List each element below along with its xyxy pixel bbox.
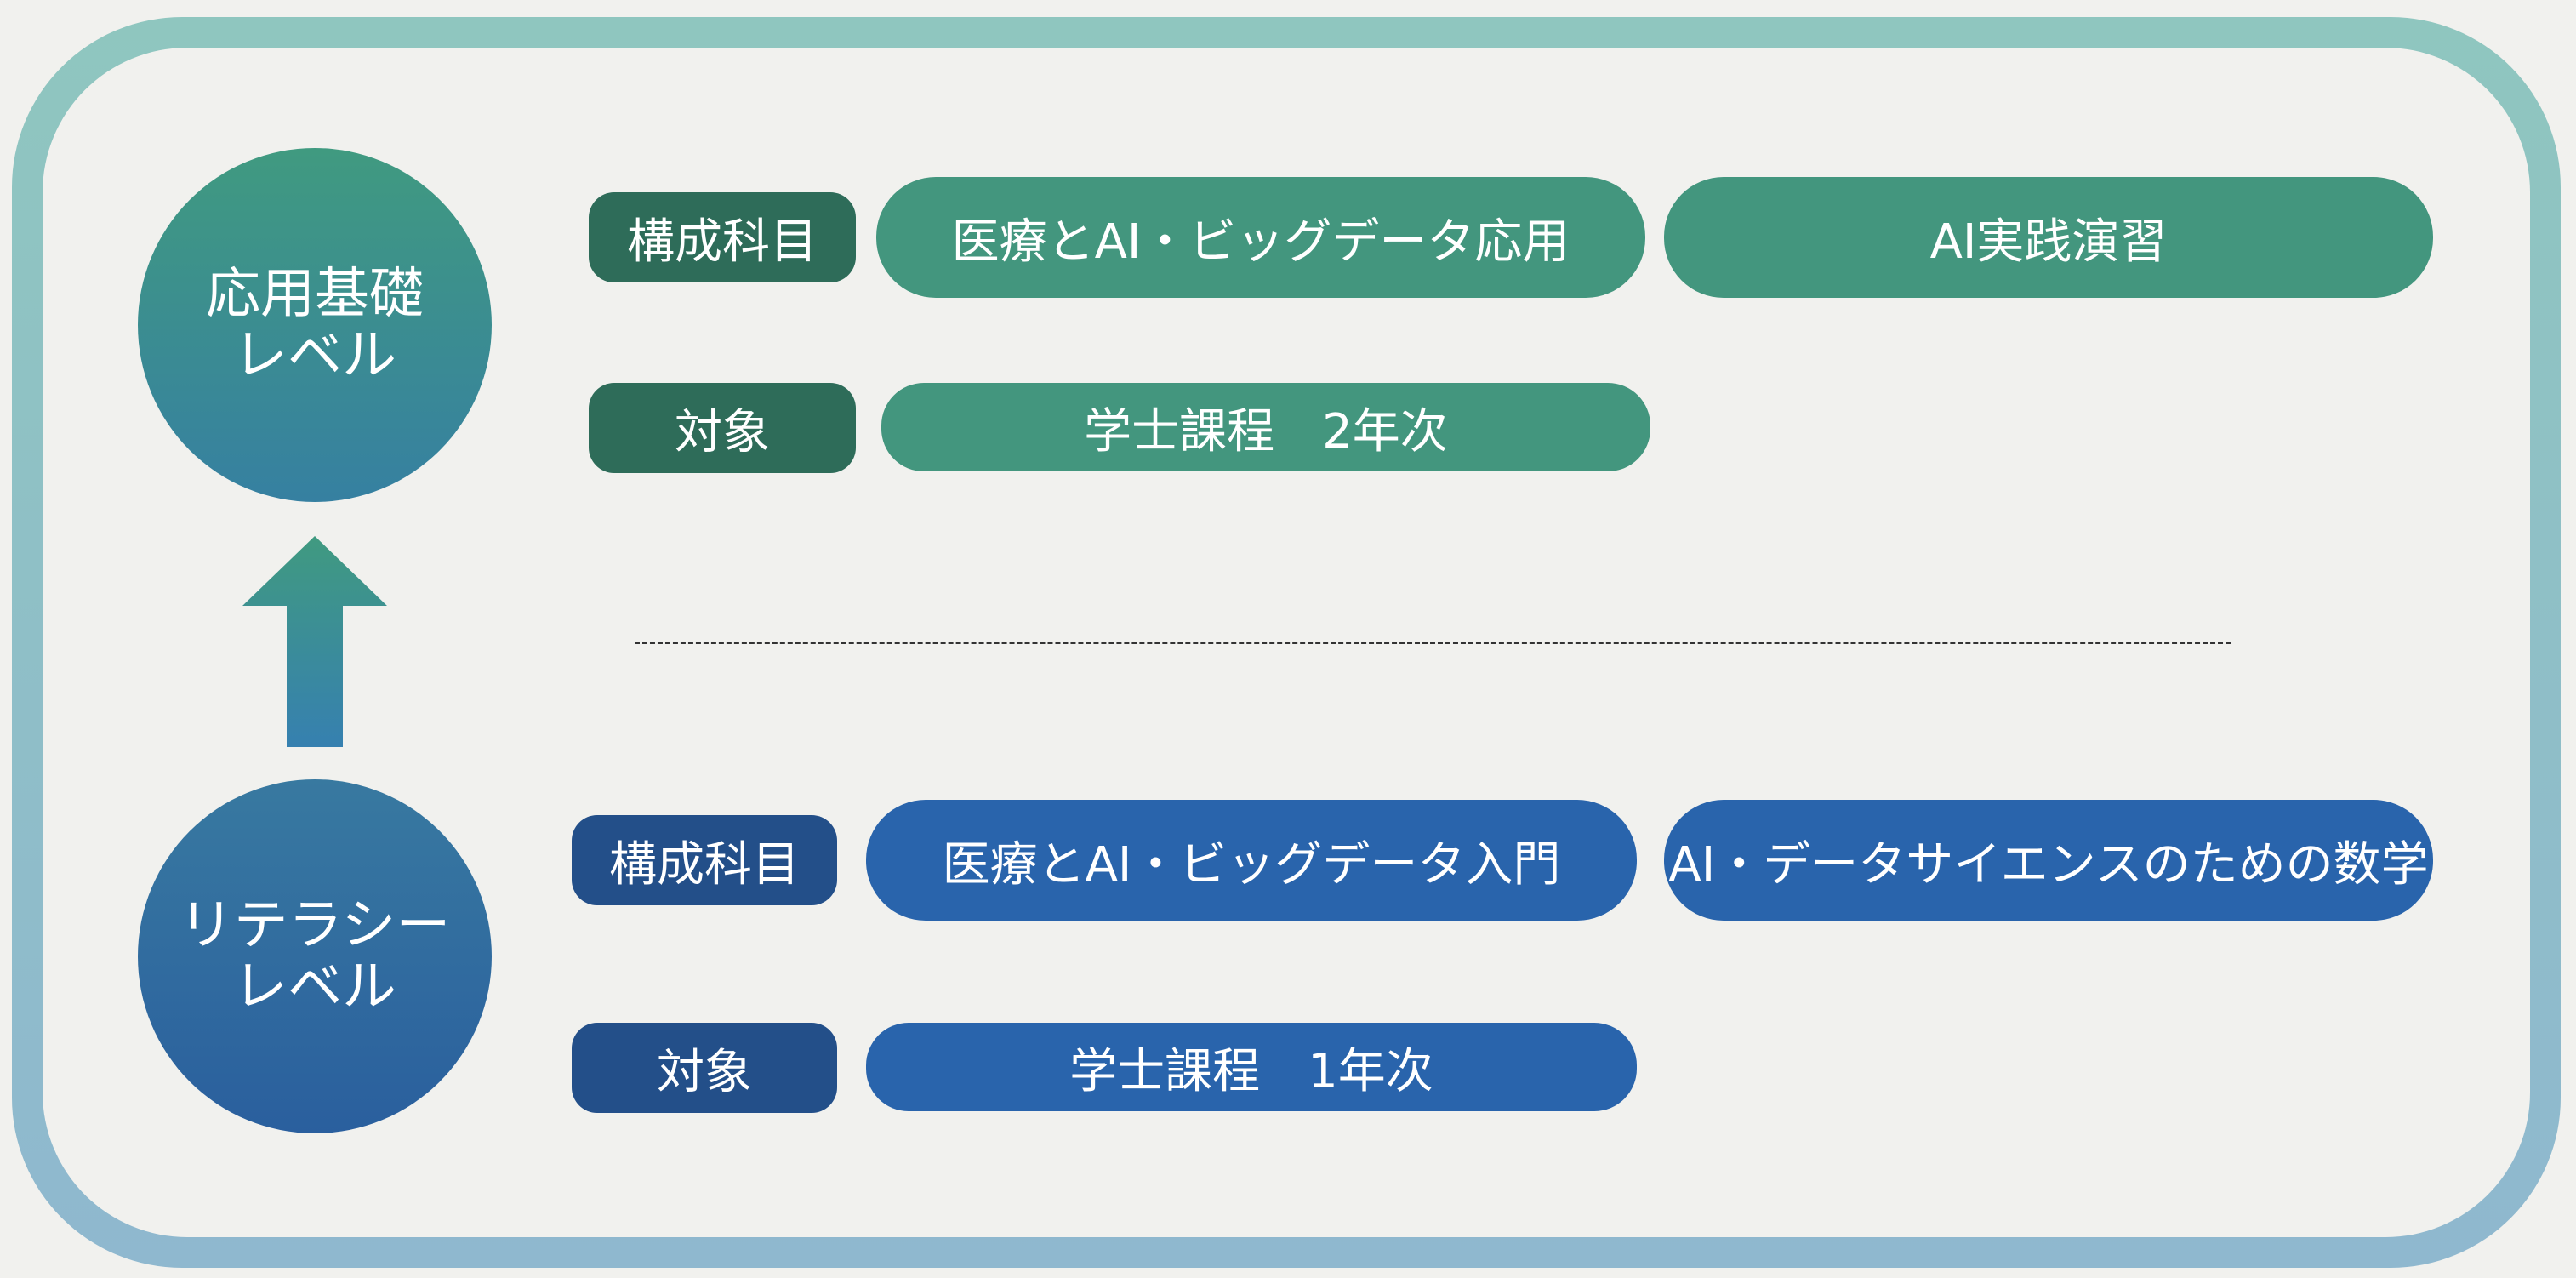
level-circle-applied-basics: 応用基礎 レベル	[138, 148, 492, 502]
lower-subject-2: AI・データサイエンスのための数学	[1664, 800, 2433, 921]
lower-target-value: 学士課程 1年次	[866, 1023, 1637, 1111]
lower-subjects-tag: 構成科目	[572, 815, 837, 905]
lower-subject-1: 医療とAI・ビッグデータ入門	[866, 800, 1637, 921]
arrow-up-icon	[242, 536, 387, 747]
upper-subjects-tag: 構成科目	[589, 192, 856, 282]
upper-subject-1: 医療とAI・ビッグデータ応用	[876, 177, 1645, 298]
upper-target-tag: 対象	[589, 383, 856, 473]
upper-subject-2: AI実践演習	[1664, 177, 2433, 298]
level-divider	[635, 642, 2231, 644]
lower-target-tag: 対象	[572, 1023, 837, 1113]
level-circle-literacy: リテラシー レベル	[138, 779, 492, 1133]
upper-target-value: 学士課程 2年次	[881, 383, 1650, 471]
